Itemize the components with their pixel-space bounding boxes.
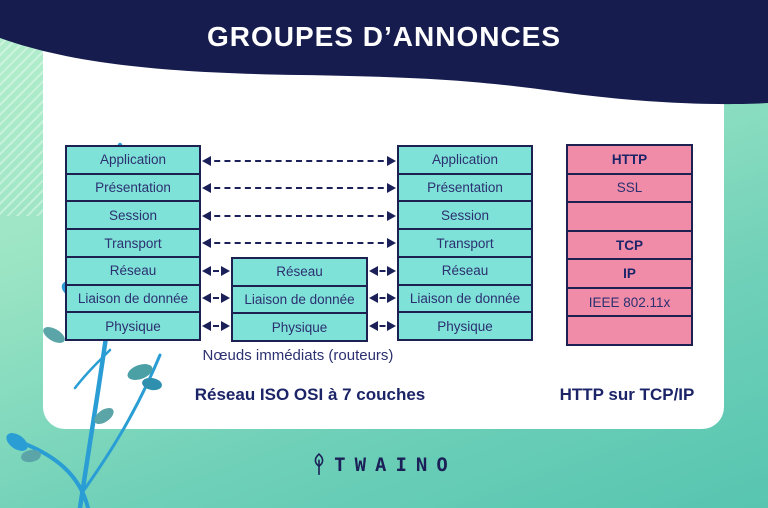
osi-layer-row: Physique: [399, 311, 531, 339]
dashed-arrow: [202, 156, 396, 166]
dashed-arrow: [369, 266, 396, 276]
protocol-stack-caption: HTTP sur TCP/IP: [559, 385, 695, 404]
osi-layer-row: Liaison de donnée: [399, 283, 531, 312]
protocol-row: TCP: [568, 229, 691, 259]
dashed-arrow: [202, 211, 396, 221]
osi-layer-row: Transport: [399, 228, 531, 256]
osi-network-caption: Réseau ISO OSI à 7 couches: [194, 385, 426, 404]
osi-tower-right: Application Présentation Session Transpo…: [397, 145, 533, 341]
brand-logo: TWAINO: [0, 452, 768, 477]
dashed-arrow: [202, 266, 230, 276]
middle-tower-caption: Nœuds immédiats (routeurs): [202, 347, 394, 364]
page-title: GROUPES D’ANNONCES: [206, 21, 562, 52]
dashed-arrow: [369, 293, 396, 303]
dashed-arrow: [202, 238, 396, 248]
osi-layer-row: Réseau: [276, 264, 323, 280]
dashed-arrow: [202, 183, 396, 193]
osi-layer-row: Liaison de donnée: [67, 283, 199, 312]
protocol-row: IEEE 802.11x: [568, 286, 691, 316]
osi-layer-row: Transport: [67, 228, 199, 256]
osi-layer-row: Physique: [233, 312, 366, 340]
brand-name: TWAINO: [334, 453, 457, 476]
dashed-arrow: [202, 293, 230, 303]
osi-layer-row: Réseau: [399, 255, 531, 284]
dashed-arrow: [369, 321, 396, 331]
osi-layer-row: Liaison de donnée: [233, 284, 366, 313]
osi-layer-row: Session: [399, 200, 531, 228]
osi-layer-row: Présentation: [67, 172, 199, 201]
header-wave: [0, 0, 768, 105]
protocol-row: SSL: [568, 172, 691, 202]
protocol-row: IP: [568, 258, 691, 287]
osi-layer-row: Session: [67, 200, 199, 228]
protocol-row: [568, 201, 691, 230]
osi-tower-middle: Réseau Liaison de donnée Physique: [231, 257, 368, 342]
osi-tower-left: Application Présentation Session Transpo…: [65, 145, 201, 341]
protocol-row: [568, 315, 691, 344]
striped-accent: [0, 34, 44, 216]
dashed-arrow: [202, 321, 230, 331]
osi-layer-row: Physique: [67, 311, 199, 339]
osi-layer-row: Réseau: [67, 255, 199, 284]
osi-layer-row: Application: [99, 152, 167, 168]
osi-layer-row: Application: [431, 152, 499, 168]
tree-leaf-icon: [314, 453, 324, 475]
protocol-tower: HTTP SSL TCP IP IEEE 802.11x: [566, 144, 693, 346]
osi-layer-row: Présentation: [399, 172, 531, 201]
protocol-row: HTTP: [611, 151, 648, 167]
